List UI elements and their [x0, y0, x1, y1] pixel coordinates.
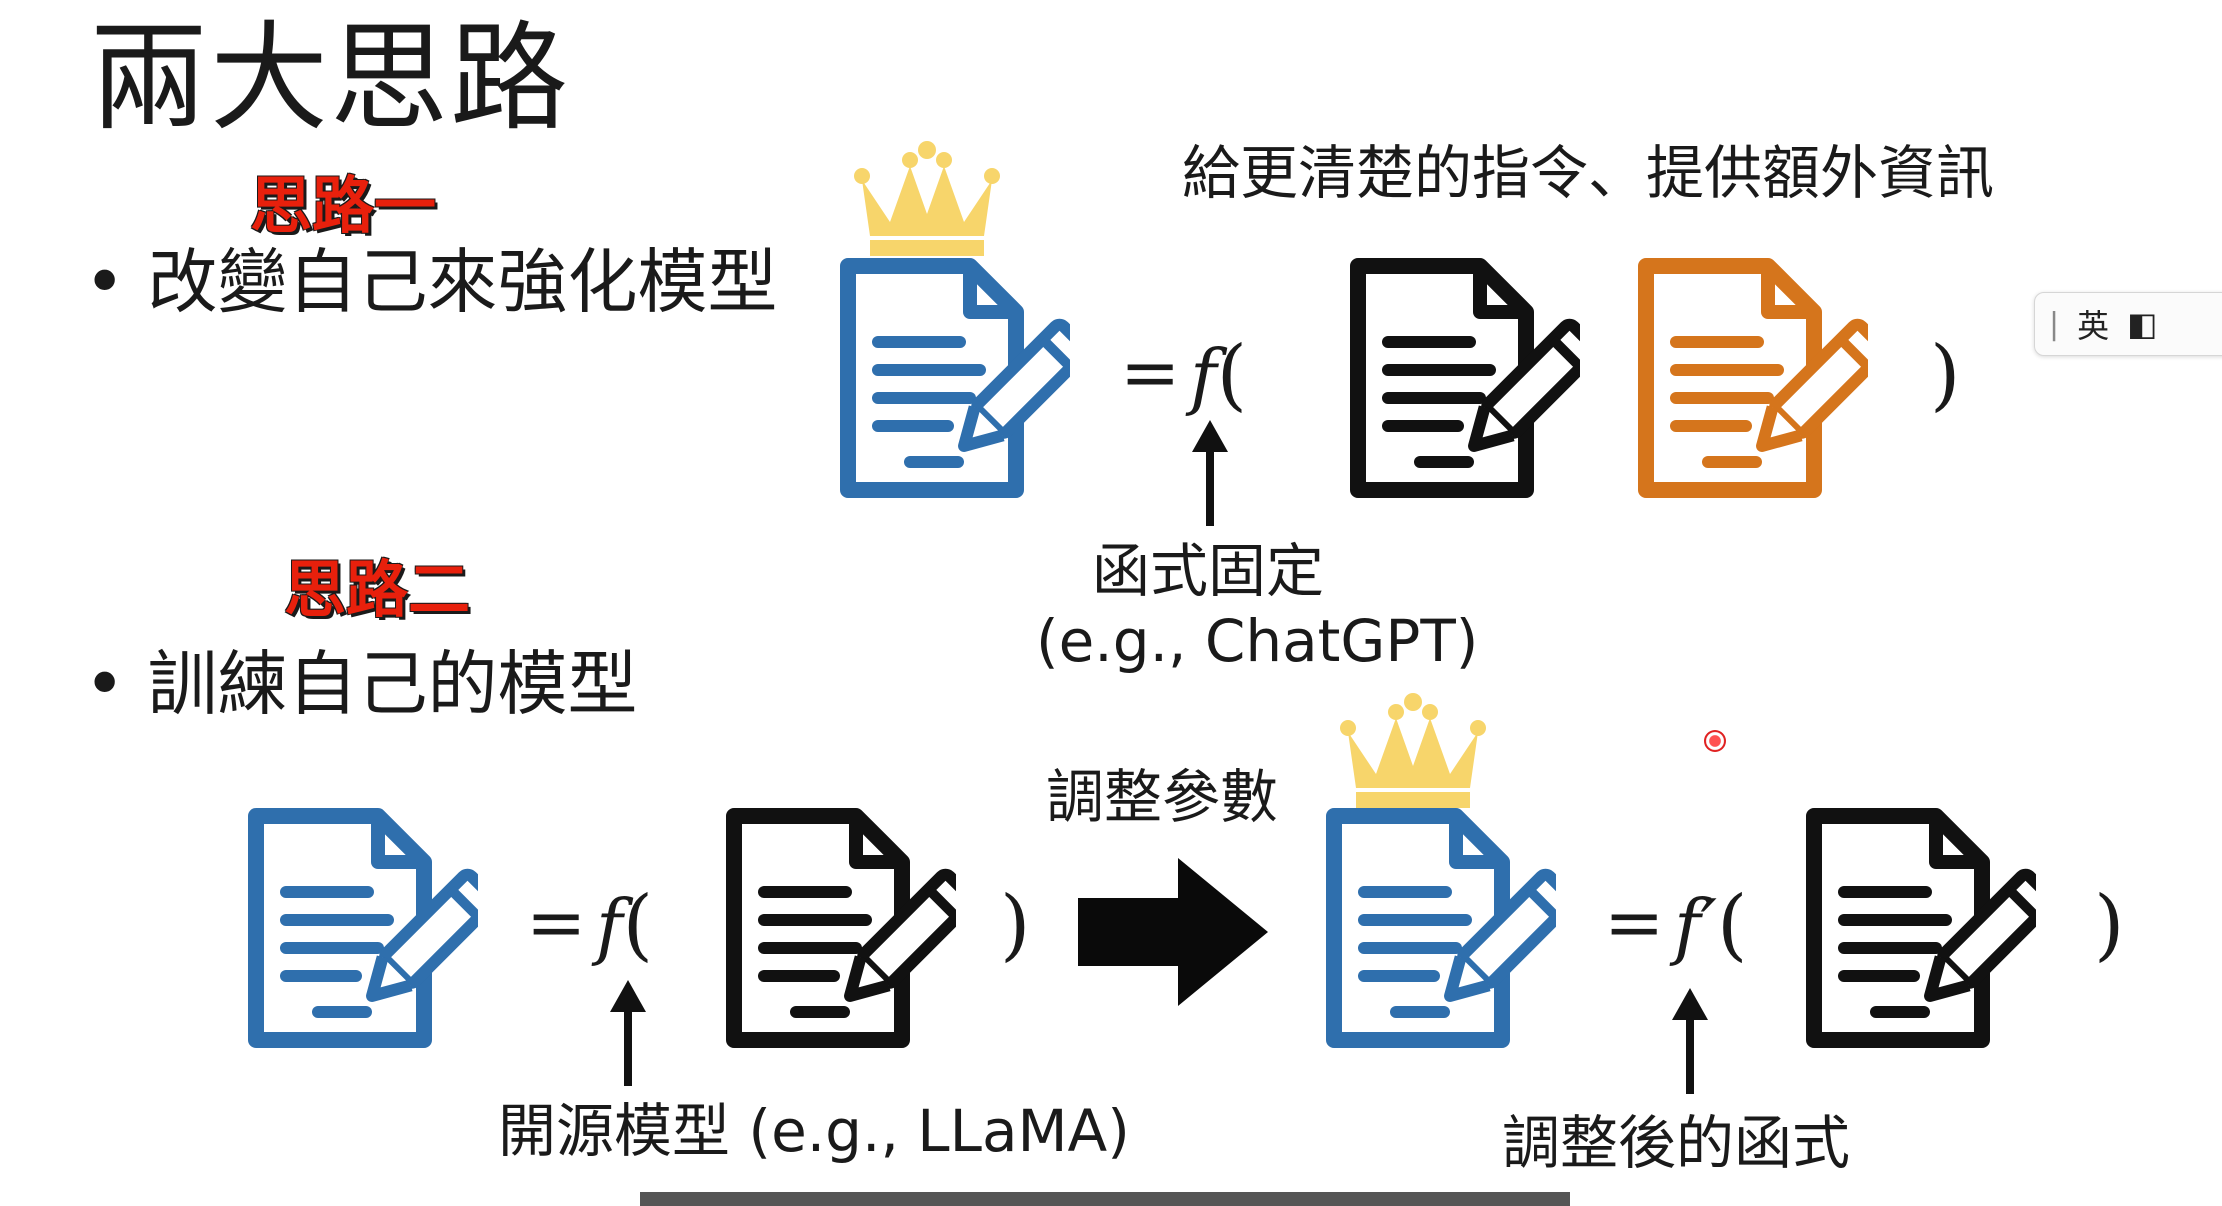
document-orange-icon [1628, 250, 1868, 510]
fixed-function-label: 函式固定 [1092, 537, 1325, 605]
approach-one-tag: 思路一 [250, 169, 437, 242]
approach-one-text: • 改變自己來強化模型 [84, 241, 778, 323]
slide-title: 兩大思路 [90, 9, 571, 147]
top-caption: 給更清楚的指令、提供額外資訊 [1182, 139, 1995, 207]
equation-equals: = [526, 880, 587, 964]
laser-pointer [1704, 730, 1726, 752]
crown-icon [852, 140, 1002, 260]
up-arrow-icon [1192, 420, 1228, 526]
close-paren: ) [2094, 880, 2125, 970]
up-arrow-icon [1672, 988, 1708, 1094]
approach-two-text: • 訓練自己的模型 [84, 643, 638, 725]
approach-two-tag: 思路二 [284, 553, 471, 626]
ime-toolbar[interactable]: | 英 ◧ [2034, 292, 2222, 356]
ime-language-toggle[interactable]: 英 [2077, 307, 2110, 345]
ime-half-full-width-icon[interactable]: ◧ [2127, 305, 2158, 343]
horizontal-scrollbar[interactable] [640, 1192, 1570, 1206]
ime-drag-handle[interactable]: | [2049, 306, 2060, 342]
document-blue-icon [238, 800, 478, 1060]
equation-function-f: f( [596, 880, 654, 970]
fixed-function-example: (e.g., ChatGPT) [1036, 607, 1479, 675]
adjusted-function-label: 調整後的函式 [1502, 1109, 1851, 1177]
document-black-icon [1796, 800, 2036, 1060]
open-model-label: 開源模型 (e.g., LLaMA) [498, 1097, 1130, 1165]
crown-icon [1338, 692, 1488, 812]
document-black-icon [1340, 250, 1580, 510]
equation-equals: = [1604, 880, 1665, 964]
equation-function-f: f( [1190, 330, 1248, 420]
up-arrow-icon [610, 980, 646, 1086]
document-blue-icon [830, 250, 1070, 510]
document-black-icon [716, 800, 956, 1060]
equation-function-fprime: f′( [1674, 880, 1748, 970]
right-arrow-icon [1078, 858, 1268, 1006]
adjust-params-label: 調整參數 [1046, 763, 1279, 831]
close-paren: ) [1930, 330, 1961, 420]
document-blue-icon [1316, 800, 1556, 1060]
close-paren: ) [1000, 880, 1031, 970]
equation-equals: = [1120, 330, 1181, 414]
